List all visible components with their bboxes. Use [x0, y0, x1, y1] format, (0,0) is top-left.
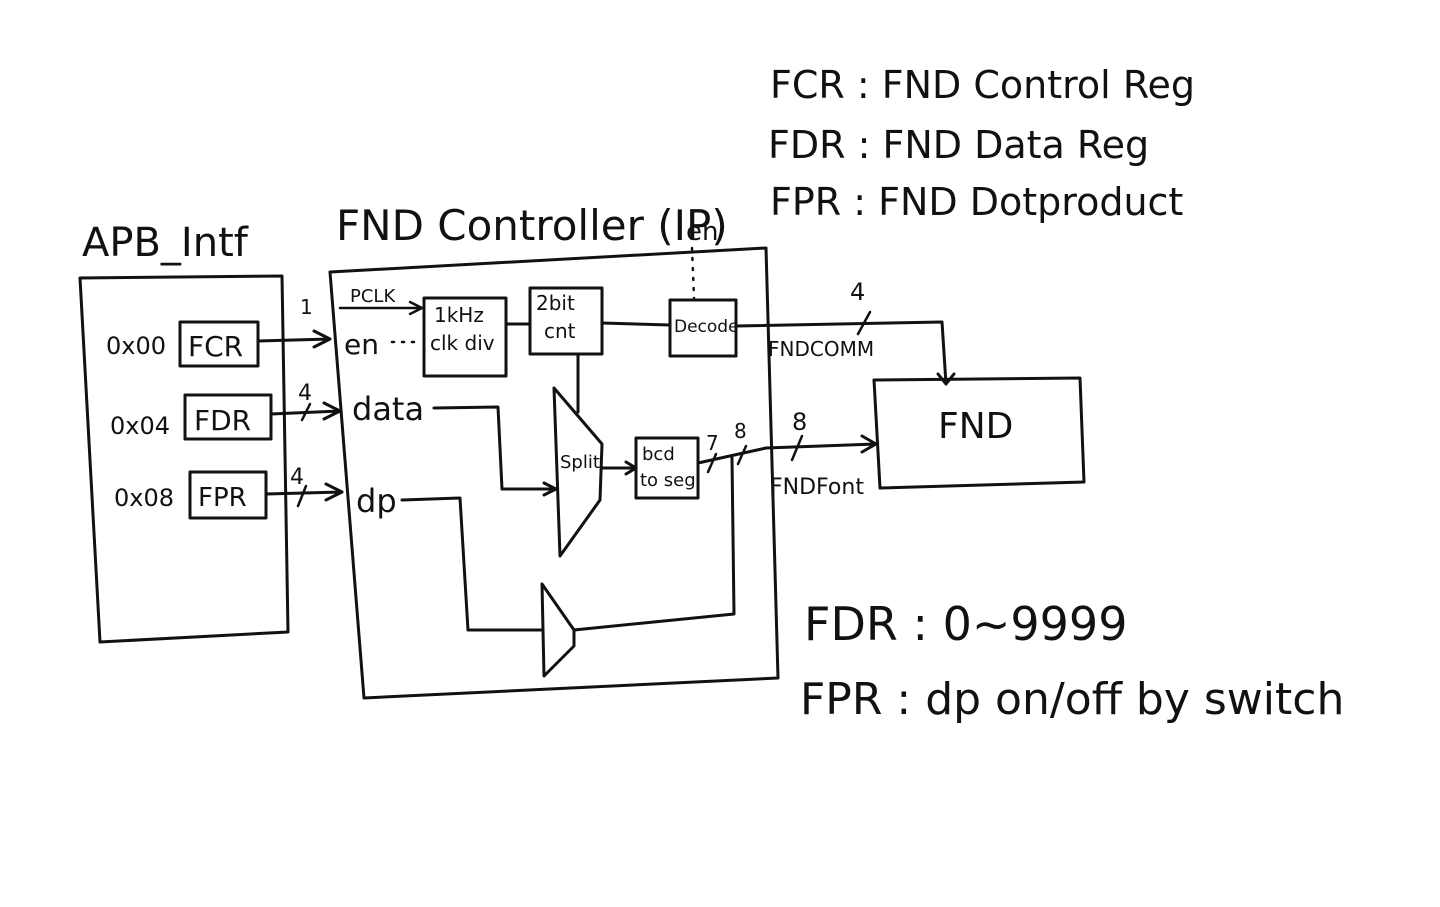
dp-mux-shape	[540, 582, 576, 678]
width-dp: 4	[290, 465, 304, 490]
controller-title: FND Controller (IP)	[336, 201, 728, 250]
fnd-box	[872, 376, 1086, 490]
apb-box	[78, 274, 290, 644]
bus-slash-data	[300, 402, 312, 422]
reg-addr-fpr: 0x08	[114, 484, 174, 512]
wire-bcd-out	[696, 446, 768, 465]
wire-comm	[734, 320, 956, 386]
bus-slash-out	[736, 444, 748, 466]
pclk-label: PCLK	[350, 286, 396, 307]
legend: FCR : FND Control Reg FDR : FND Data Reg…	[768, 63, 1195, 224]
bus-slash-comm	[856, 310, 872, 336]
note-fdr-range: FDR : 0~9999	[804, 597, 1127, 651]
input-dp: dp	[356, 482, 397, 520]
width-data: 4	[298, 381, 312, 406]
fnd-controller: FND Controller (IP) en PCLK en data dp 1…	[328, 201, 780, 700]
legend-fdr: FDR : FND Data Reg	[768, 123, 1149, 167]
legend-fpr: FPR : FND Dotproduct	[770, 180, 1183, 224]
seg-width: 7	[706, 431, 719, 455]
reg-name-fpr: FPR	[198, 483, 247, 513]
wire-data-split	[432, 405, 558, 497]
cnt-line2: cnt	[544, 319, 576, 343]
comm-width: 4	[850, 278, 865, 306]
bcd-box	[634, 436, 700, 500]
wire-mux-feedback	[572, 456, 736, 632]
decoder-label: Decode	[674, 317, 739, 337]
clk-div-line1: 1kHz	[434, 303, 484, 327]
input-data: data	[352, 390, 424, 428]
pclk-arrow	[338, 300, 424, 316]
note-fpr-usage: FPR : dp on/off by switch	[800, 674, 1344, 725]
wire-cnt-decoder	[600, 321, 672, 327]
cnt-line1: 2bit	[536, 291, 575, 315]
apb-interface: APB_Intf 0x00 FCR 0x04 FDR 0x08 FPR	[78, 220, 290, 644]
controller-en-label: en	[686, 217, 718, 247]
font-label: FNDFont	[770, 475, 864, 500]
arrow-en	[256, 329, 332, 349]
wire-font	[764, 434, 878, 454]
bcd-line2: to seg	[640, 470, 696, 491]
bcd-line1: bcd	[642, 444, 675, 465]
fnd-label: FND	[938, 406, 1013, 447]
width-en: 1	[300, 295, 313, 319]
bus-slash-font	[790, 434, 804, 462]
clk-div-box	[422, 296, 508, 378]
reg-name-fcr: FCR	[188, 330, 243, 363]
comm-label: FNDCOMM	[768, 337, 874, 361]
font-width: 8	[792, 408, 807, 436]
out-width: 8	[734, 419, 747, 443]
legend-fcr: FCR : FND Control Reg	[770, 63, 1195, 107]
splitter-label: Split	[560, 452, 600, 473]
bus-slash-dp	[296, 484, 308, 508]
wire-dp-mux	[400, 496, 544, 632]
apb-title: APB_Intf	[82, 220, 249, 266]
reg-box-fdr	[183, 393, 273, 441]
decoder-box	[668, 298, 738, 358]
reg-box-fcr	[178, 320, 260, 368]
reg-addr-fcr: 0x00	[106, 332, 166, 360]
wire-split-bcd	[600, 460, 638, 476]
fnd-block: FND	[872, 376, 1086, 490]
outputs: 4 FNDCOMM 8 FNDFont	[734, 278, 956, 500]
reg-addr-fdr: 0x04	[110, 412, 170, 440]
bus-slash-seg	[706, 452, 718, 474]
cnt-box	[528, 286, 604, 356]
notes: FDR : 0~9999 FPR : dp on/off by switch	[800, 597, 1344, 725]
input-en: en	[344, 328, 379, 361]
clk-div-line2: clk div	[430, 331, 495, 355]
en-dotted-line	[690, 246, 696, 300]
controller-box	[328, 246, 780, 700]
splitter-shape	[552, 386, 604, 558]
reg-name-fdr: FDR	[194, 404, 251, 437]
